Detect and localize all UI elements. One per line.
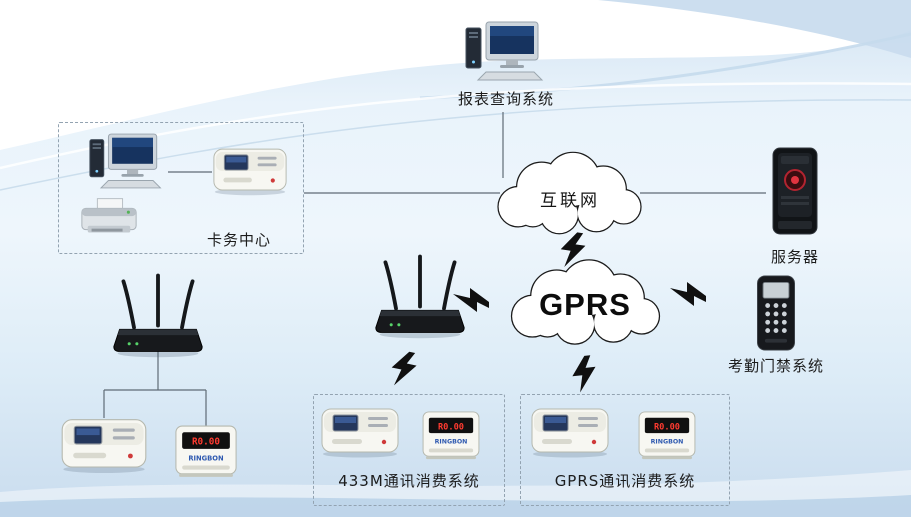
report-computer — [465, 21, 543, 81]
report-system-label: 报表查询系统 — [457, 90, 554, 108]
bolt-router-gprs — [453, 288, 489, 312]
bolt-gprs-access — [670, 282, 706, 306]
access-control-device — [757, 275, 795, 351]
led-terminal-left — [175, 425, 237, 478]
consumption-gprs-label: GPRS通讯消费系统 — [554, 472, 696, 490]
access-system-label: 考勤门禁系统 — [727, 357, 824, 375]
server-tower — [772, 147, 818, 235]
gprs-cloud-label: GPRS — [539, 287, 631, 322]
wireless-router-left — [111, 273, 205, 360]
consumption-433m-label: 433M通讯消费系统 — [338, 472, 480, 490]
consumption-terminal-left — [61, 419, 147, 474]
internet-cloud-label: 互联网 — [540, 191, 600, 211]
bolt-gprs-consumption — [570, 354, 599, 394]
bolt-router-433m — [388, 348, 420, 390]
wireless-router-center — [373, 254, 467, 340]
bolt-internet-gprs — [558, 230, 588, 270]
card-center-label: 卡务中心 — [206, 231, 271, 249]
server-label: 服务器 — [770, 248, 819, 266]
